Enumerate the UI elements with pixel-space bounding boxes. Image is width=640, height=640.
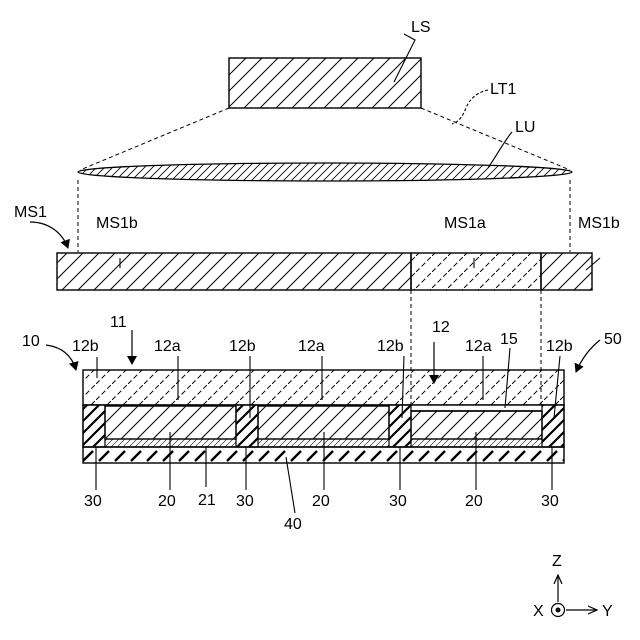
label-ms1a: MS1a — [444, 215, 486, 232]
label-40: 40 — [284, 516, 302, 533]
label-ms1b-left: MS1b — [96, 215, 138, 232]
beam-right — [421, 108, 570, 170]
mask-opening — [411, 253, 541, 290]
label-12b: 12b — [377, 338, 404, 355]
label-12b: 12b — [72, 338, 99, 355]
light-source-block — [229, 58, 421, 108]
label-30: 30 — [236, 493, 254, 510]
label-ms1b-right: MS1b — [578, 215, 620, 232]
substrate — [83, 370, 564, 405]
label-axis-z: Z — [552, 553, 562, 570]
label-30: 30 — [541, 493, 559, 510]
leader — [286, 457, 295, 513]
label-axis-x: X — [533, 603, 544, 620]
label-lt1: LT1 — [490, 81, 516, 98]
mask-shield-left — [57, 253, 411, 290]
spacer-wall — [83, 405, 105, 447]
spacer-wall — [389, 405, 411, 447]
label-ls: LS — [411, 19, 431, 36]
lens — [78, 163, 572, 181]
label-20: 20 — [465, 493, 483, 510]
axis-x-dot — [556, 608, 561, 613]
label-12a: 12a — [298, 338, 325, 355]
leader — [452, 90, 488, 124]
label-20: 20 — [312, 493, 330, 510]
mask-shield-right — [541, 253, 592, 290]
label-12: 12 — [432, 319, 450, 336]
label-50: 50 — [604, 331, 622, 348]
label-axis-y: Y — [602, 603, 613, 620]
leader — [488, 132, 512, 168]
spacer-wall — [236, 405, 258, 447]
label-12b: 12b — [546, 338, 573, 355]
label-12b: 12b — [229, 338, 256, 355]
label-lu: LU — [515, 119, 535, 136]
label-30: 30 — [84, 493, 102, 510]
label-10: 10 — [22, 333, 40, 350]
label-30: 30 — [389, 493, 407, 510]
beam-left — [80, 108, 229, 170]
label-12a: 12a — [465, 338, 492, 355]
spacer-wall — [542, 405, 564, 447]
label-12a: 12a — [154, 338, 181, 355]
label-15: 15 — [500, 331, 518, 348]
label-ms1: MS1 — [14, 204, 47, 221]
label-21: 21 — [198, 492, 216, 509]
label-20: 20 — [158, 493, 176, 510]
arrow-50 — [576, 340, 600, 372]
arrow-ms1 — [30, 222, 68, 248]
label-11: 11 — [110, 314, 127, 331]
